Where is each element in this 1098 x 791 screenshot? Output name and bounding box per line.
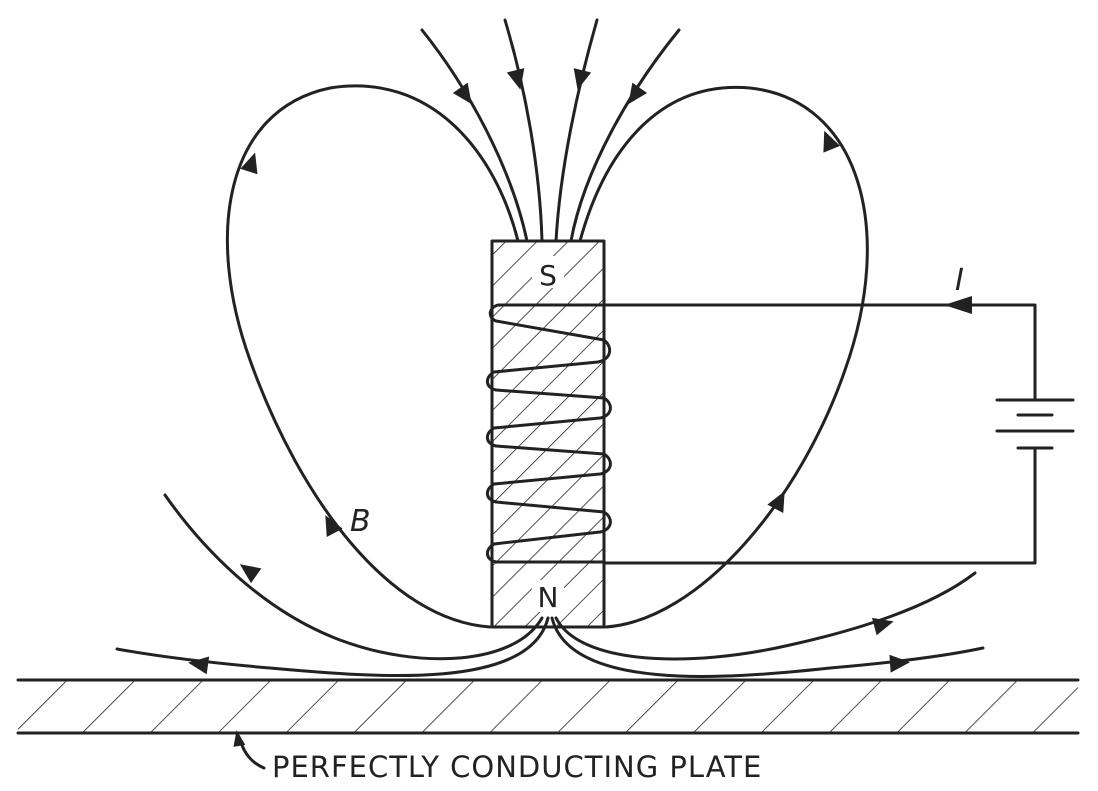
field-line bbox=[569, 28, 681, 243]
field-lines bbox=[115, 18, 985, 678]
plate-label: PERFECTLY CONDUCTING PLATE bbox=[272, 750, 762, 784]
field-line bbox=[554, 571, 977, 661]
current-label: I bbox=[955, 263, 964, 298]
field-line bbox=[503, 18, 544, 243]
field-line bbox=[554, 18, 599, 243]
field-line bbox=[225, 84, 520, 629]
current-arrow bbox=[944, 296, 972, 314]
south-pole-label: S bbox=[539, 259, 557, 292]
magnet-core bbox=[490, 239, 606, 629]
field-line bbox=[115, 616, 550, 678]
coil-winding bbox=[486, 303, 612, 564]
field-line bbox=[163, 493, 544, 661]
circuit-wire bbox=[602, 296, 1037, 565]
field-line bbox=[420, 28, 529, 243]
field-label: B bbox=[350, 504, 371, 539]
field-line bbox=[578, 85, 869, 629]
battery bbox=[995, 398, 1075, 450]
field-line bbox=[550, 616, 985, 678]
conducting-plate bbox=[16, 678, 1080, 735]
field-arrows bbox=[188, 68, 910, 675]
north-pole-label: N bbox=[538, 581, 559, 614]
